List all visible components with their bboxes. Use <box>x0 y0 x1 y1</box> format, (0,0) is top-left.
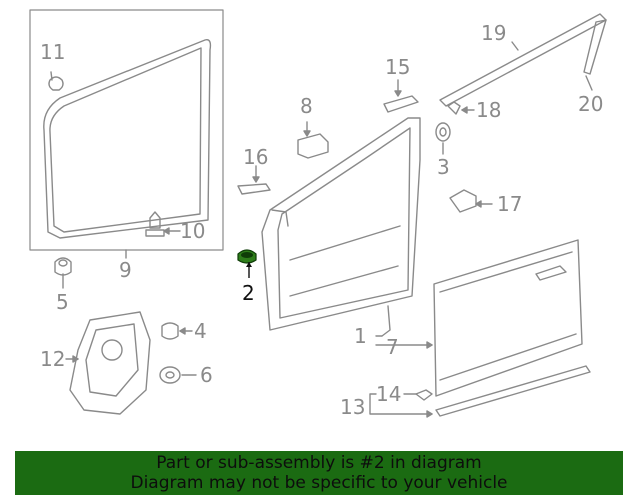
callout-5: 5 <box>56 290 69 314</box>
callout-17: 17 <box>497 192 523 216</box>
service-hole-cover-12 <box>69 311 151 415</box>
banner-line-1: Part or sub-assembly is #2 in diagram <box>156 453 482 473</box>
callout-13: 13 <box>340 395 366 419</box>
door-weatherstrip <box>43 39 212 239</box>
nut-3 <box>435 122 451 142</box>
callout-7: 7 <box>386 335 399 359</box>
hinge-bracket-15 <box>383 95 419 113</box>
outer-door-panel-7 <box>433 239 583 397</box>
rocker-molding-13 <box>435 365 591 417</box>
bracket-8 <box>297 133 329 159</box>
callout-4: 4 <box>194 319 207 343</box>
callout-18: 18 <box>476 98 502 122</box>
banner-line-2: Diagram may not be specific to your vehi… <box>130 473 508 493</box>
clip-18 <box>447 101 461 115</box>
callout-16: 16 <box>243 145 269 169</box>
callout-8: 8 <box>300 94 313 118</box>
clip-14 <box>415 389 433 401</box>
callout-11: 11 <box>40 40 66 64</box>
callout-3: 3 <box>437 155 450 179</box>
info-banner: Part or sub-assembly is #2 in diagram Di… <box>15 451 623 495</box>
callout-10: 10 <box>180 219 206 243</box>
nut-5 <box>54 257 72 276</box>
clip-4 <box>161 322 179 340</box>
callout-19: 19 <box>481 21 507 45</box>
callout-6: 6 <box>200 363 213 387</box>
callout-9: 9 <box>119 258 132 282</box>
washer-6 <box>159 366 181 384</box>
front-door-panel-1 <box>261 117 421 331</box>
callout-20: 20 <box>578 92 604 116</box>
pillar-molding-20 <box>583 19 607 75</box>
molding-16 <box>237 183 271 195</box>
callout-1: 1 <box>354 324 367 348</box>
callout-12: 12 <box>40 347 66 371</box>
clip-11 <box>48 76 64 91</box>
clip-2-highlighted <box>237 249 257 278</box>
callout-2: 2 <box>242 281 255 305</box>
callout-14: 14 <box>376 382 402 406</box>
bracket-17 <box>449 189 477 213</box>
callout-15: 15 <box>385 55 411 79</box>
clip-10 <box>145 211 165 237</box>
parts-diagram <box>29 9 607 418</box>
